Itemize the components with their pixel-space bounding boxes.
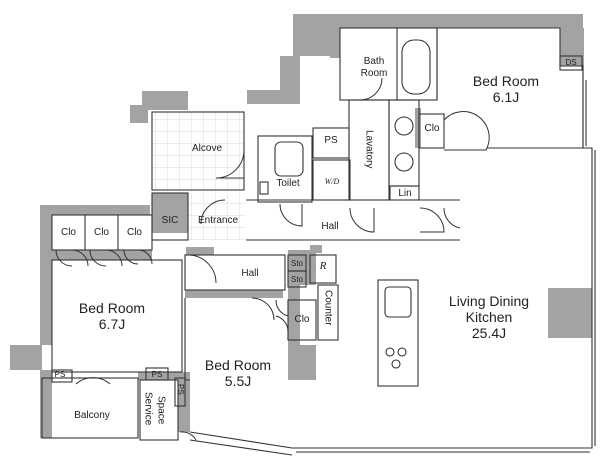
ps-bottom-label: PS (151, 370, 163, 379)
ps-left-label: PS (54, 370, 66, 379)
alcove-label: Alcove (191, 143, 222, 154)
ldk-label: Living Dining Kitchen 25.4J (430, 293, 548, 341)
service-space-label-line2: Space (155, 396, 167, 425)
bath-room-label: Bath Room (352, 56, 396, 79)
bath-room-line2: Room (360, 67, 388, 79)
bedroom-ne-label: Bed Room 6.1J (466, 73, 546, 105)
bath-room-line1: Bath (363, 56, 385, 67)
ldk-name2: Kitchen (465, 309, 513, 326)
r-mark-label: R (319, 260, 327, 272)
bedroom-s-label: Bed Room 5.5J (198, 357, 278, 389)
sic-label: SIC (161, 215, 179, 226)
bedroom-s-name: Bed Room (204, 357, 272, 373)
bedroom-w-size: 6.7J (98, 316, 126, 333)
bedroom-ne-size: 6.1J (492, 89, 520, 106)
room-outlines (41, 27, 596, 456)
bedroom-s-size: 5.5J (224, 373, 252, 390)
clo-w2-label: Clo (93, 227, 109, 238)
ps-vert-label: PS (176, 384, 186, 395)
balcony-label: Balcony (74, 410, 110, 421)
service-space-label-line1: Service (142, 392, 154, 426)
hall-mid-label: Hall (241, 268, 259, 279)
walls (10, 14, 592, 438)
clo-w3-label: Clo (126, 227, 142, 238)
lin-label: Lin (398, 188, 412, 199)
clo-ne-label: Clo (424, 123, 440, 134)
bedroom-ne-name: Bed Room (472, 73, 540, 89)
sto2-label: Sto (290, 275, 303, 284)
clo-w1-label: Clo (60, 227, 76, 238)
alcove-tile-floor (152, 112, 244, 190)
ps-top-label: PS (324, 135, 338, 146)
clo-s-label: Clo (294, 314, 310, 325)
sto1-label: Sto (290, 259, 303, 268)
lavatory-label: Lavatory (363, 130, 375, 169)
toilet-label: Toilet (276, 178, 300, 189)
wd-label: W/D (324, 177, 340, 186)
bedroom-w-name: Bed Room (78, 300, 146, 316)
counter-label: Counter (322, 290, 334, 326)
hall-top-label: Hall (321, 221, 339, 232)
ldk-size: 25.4J (471, 325, 507, 342)
ds-label: DS (565, 58, 577, 67)
ldk-name: Living Dining (448, 293, 530, 309)
bedroom-w-label: Bed Room 6.7J (72, 300, 152, 332)
door-swings (55, 77, 490, 441)
entrance-label: Entrance (197, 215, 239, 226)
